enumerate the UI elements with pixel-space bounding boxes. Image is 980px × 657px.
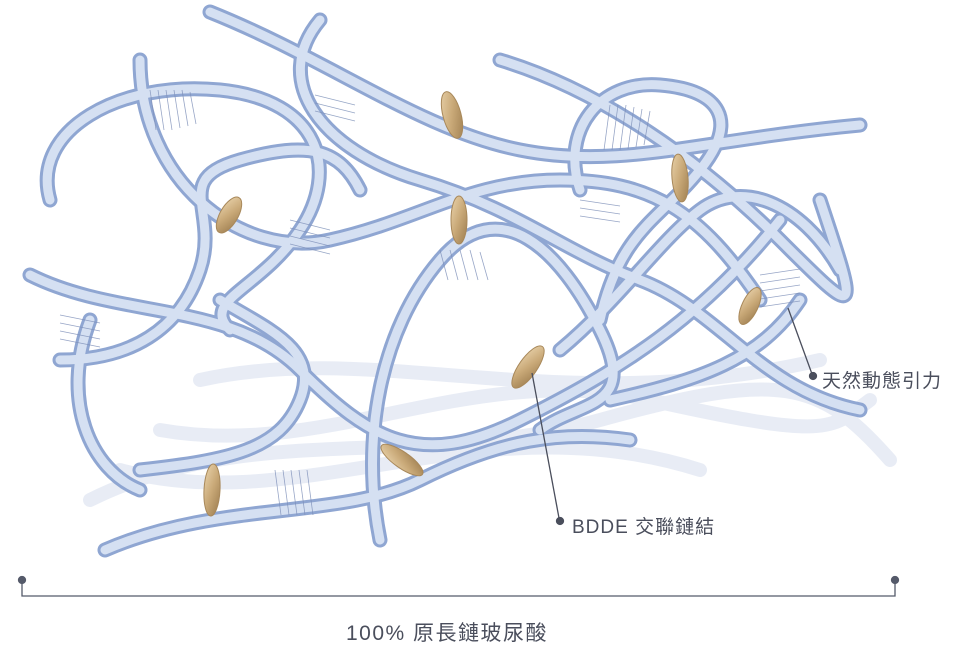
natural-attraction-dot bbox=[808, 371, 818, 381]
natural-attraction-label: 天然動態引力 bbox=[822, 371, 943, 392]
crosslinker-capsule bbox=[450, 195, 468, 245]
crosslinker-capsule bbox=[671, 153, 689, 203]
bracket-line bbox=[21, 580, 896, 597]
bdde-dot bbox=[555, 516, 565, 526]
ribbon-chains bbox=[22, 4, 868, 558]
natural-attraction-leader bbox=[787, 307, 813, 375]
crosslinker-capsule bbox=[380, 443, 424, 477]
bdde-leader bbox=[531, 372, 560, 519]
length-bracket bbox=[17, 575, 900, 597]
bdde-crosslink-label: BDDE 交聯鏈結 bbox=[572, 517, 716, 538]
crosslinker-capsule bbox=[203, 463, 221, 517]
natural-attraction-bonds bbox=[59, 89, 801, 516]
crosslinker-capsule bbox=[511, 345, 545, 389]
crosslinker-capsule bbox=[440, 91, 464, 139]
crosslinker-capsule bbox=[215, 196, 243, 234]
crosslinker-capsule bbox=[738, 287, 762, 325]
leader-lines bbox=[531, 307, 818, 526]
bdde-crosslinkers bbox=[203, 91, 762, 517]
scale-caption: 100% 原長鏈玻尿酸 bbox=[346, 622, 549, 645]
